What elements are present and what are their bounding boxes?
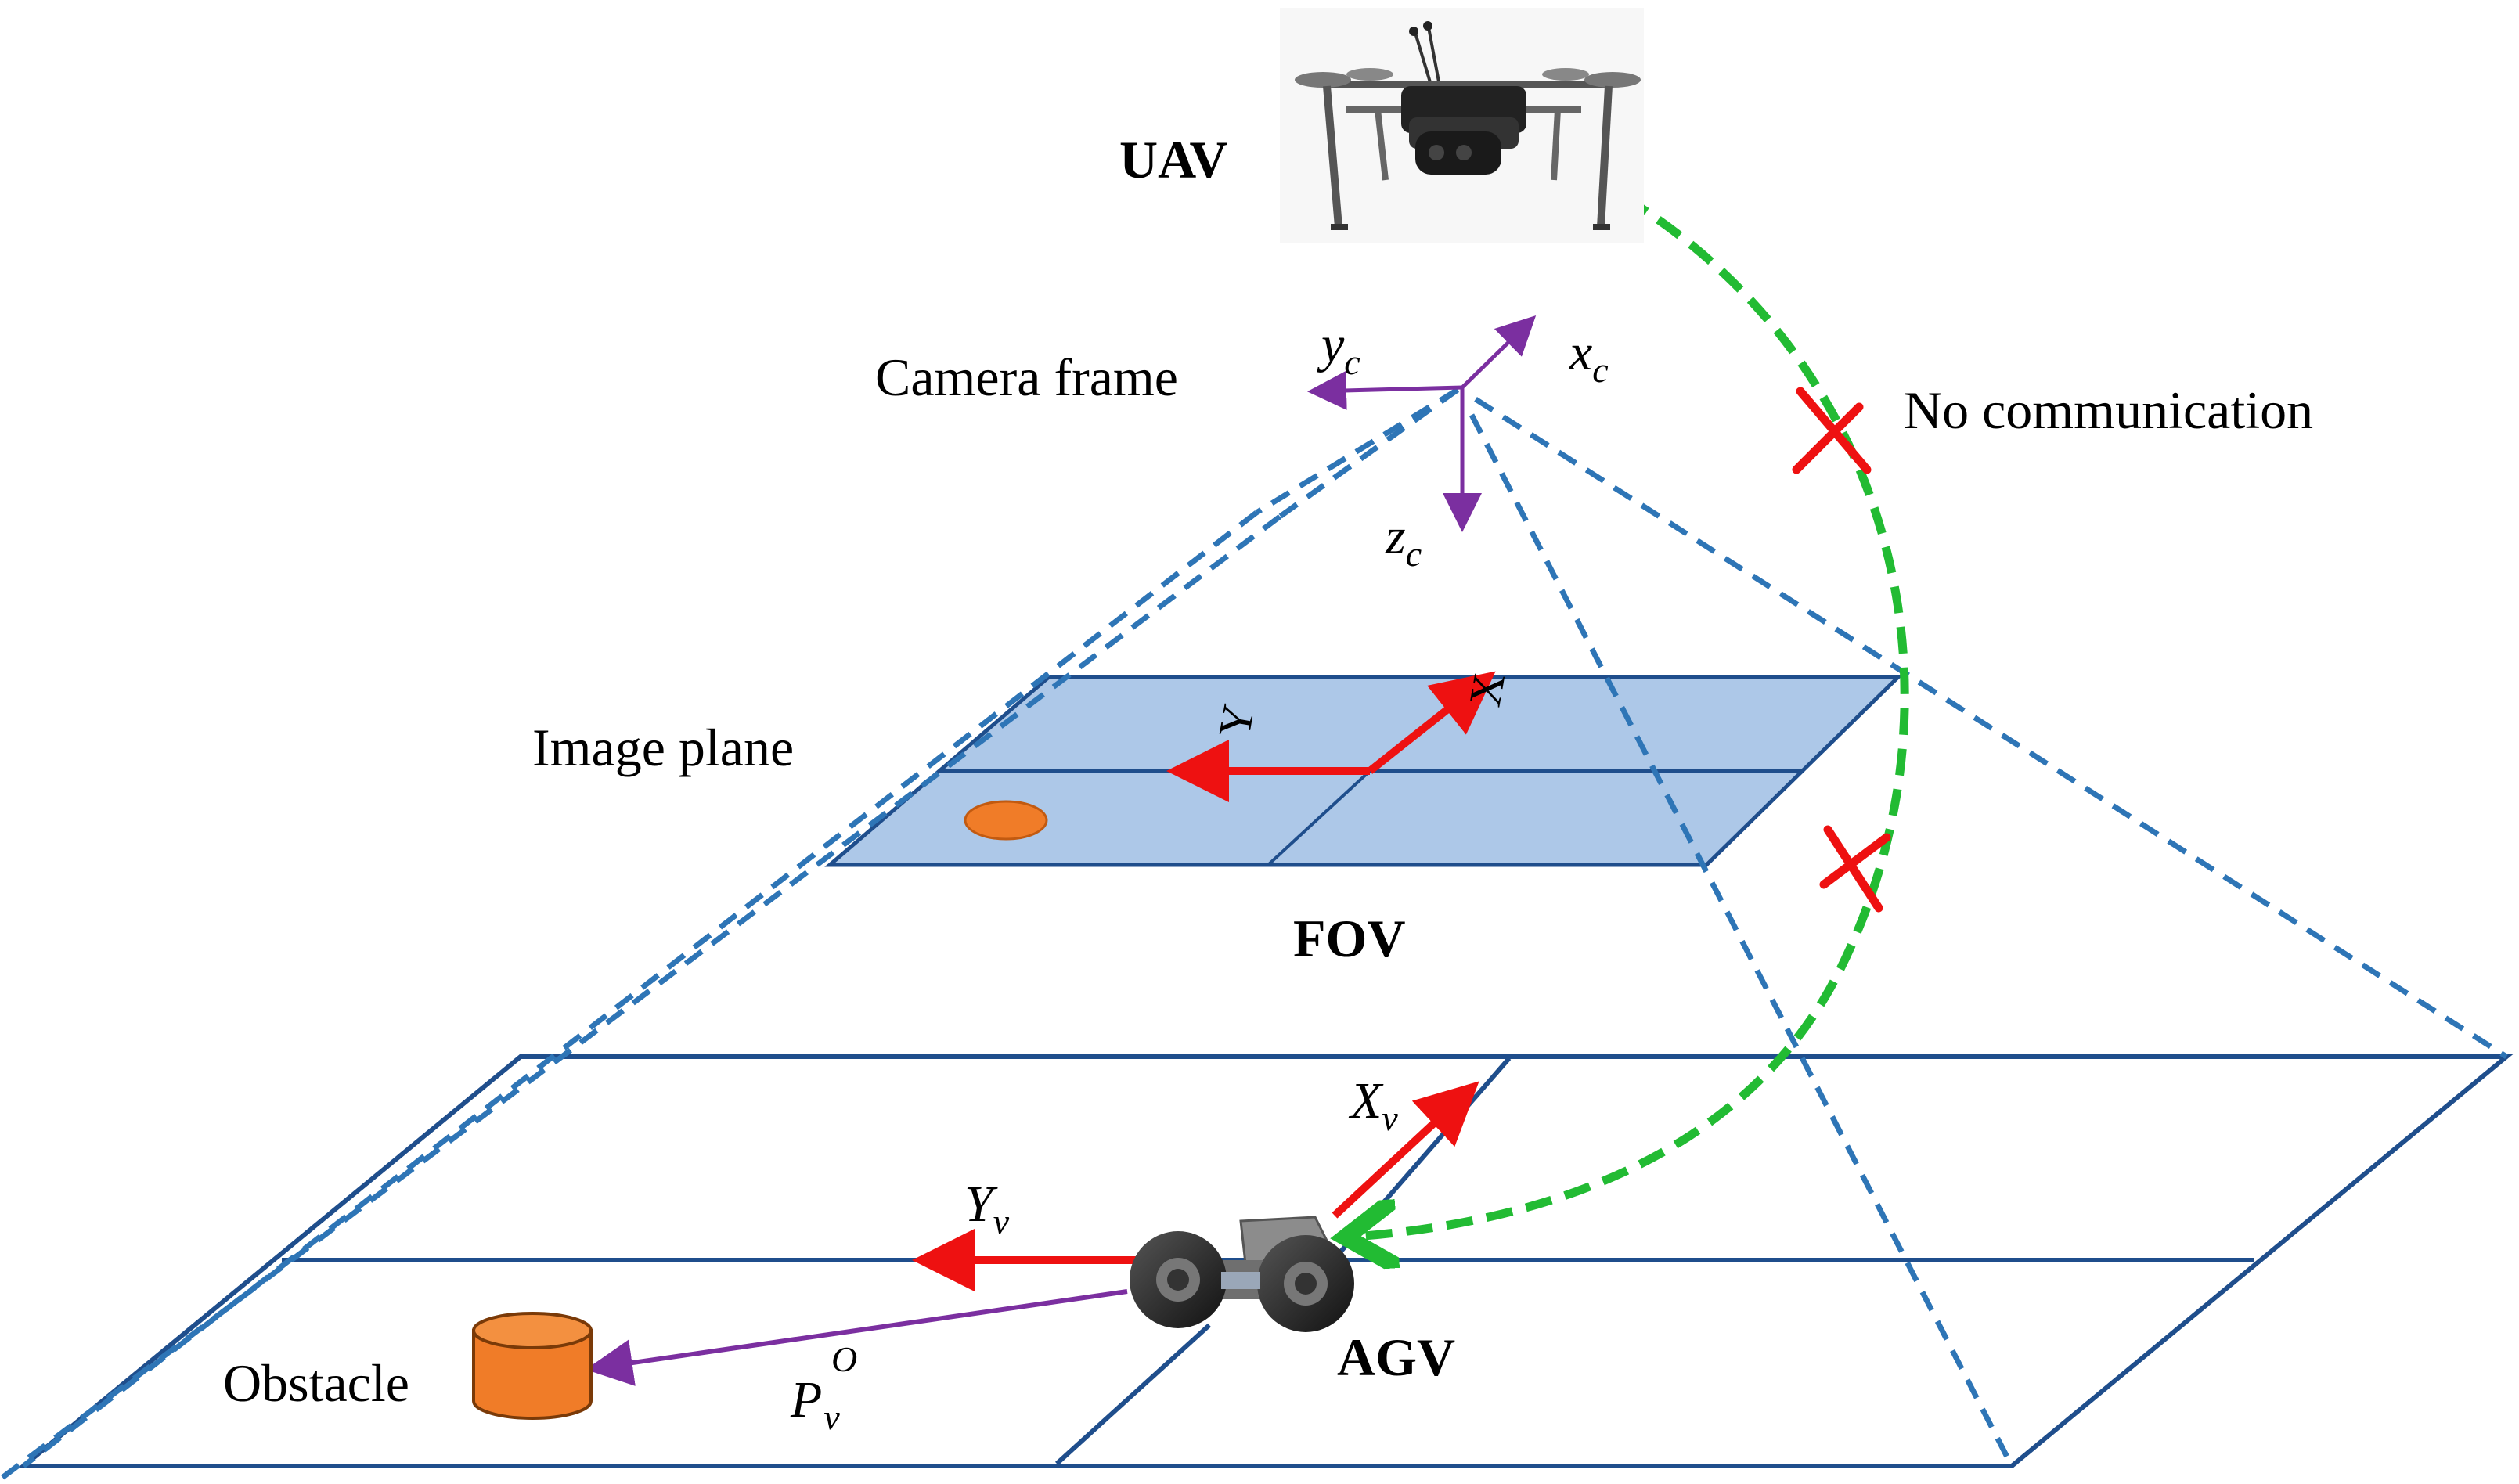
label-obstacle-vector: Pv [790,1371,840,1437]
label-yc: yc [1317,316,1360,382]
label-obstacle-vector-sup: O [831,1339,857,1379]
communication-link-arc [1354,197,1909,1237]
cylinder-obstacle-icon [472,1312,593,1420]
obstacle-vector [586,1289,1128,1386]
vehicle-axis-xv [1332,1081,1479,1219]
no-communication-label: No communication [1904,380,2313,440]
label-zc: zc [1385,508,1422,574]
fov-label: FOV [1293,909,1406,968]
drone-icon [1280,8,1644,243]
obstacle-label: Obstacle [223,1353,409,1413]
uav-label: UAV [1119,130,1228,189]
label-xc: xc [1569,324,1609,390]
image-axis-x [1367,671,1496,774]
label-xv: Xv [1348,1072,1398,1138]
image-plane-axes [1166,671,1496,802]
label-yv: Yv [964,1176,1010,1241]
camera-axis-xc [1461,315,1537,389]
ground-outline [16,1054,2514,1468]
no-comm-cross-top [1792,387,1872,474]
ground-robot-icon [1130,1216,1354,1332]
ground-divider-bottom [1054,1323,1212,1466]
agv-label: AGV [1337,1327,1455,1387]
obstacle-projection [964,800,1048,841]
vehicle-axes [912,1081,1479,1291]
image-plane-label: Image plane [532,718,794,777]
fov-lines [0,387,2508,1482]
camera-axis-yc [1307,370,1463,410]
no-comm-cross-bottom [1819,825,1891,913]
camera-frame-label: Camera frame [875,348,1178,407]
camera-frame-axes [1307,315,1537,532]
